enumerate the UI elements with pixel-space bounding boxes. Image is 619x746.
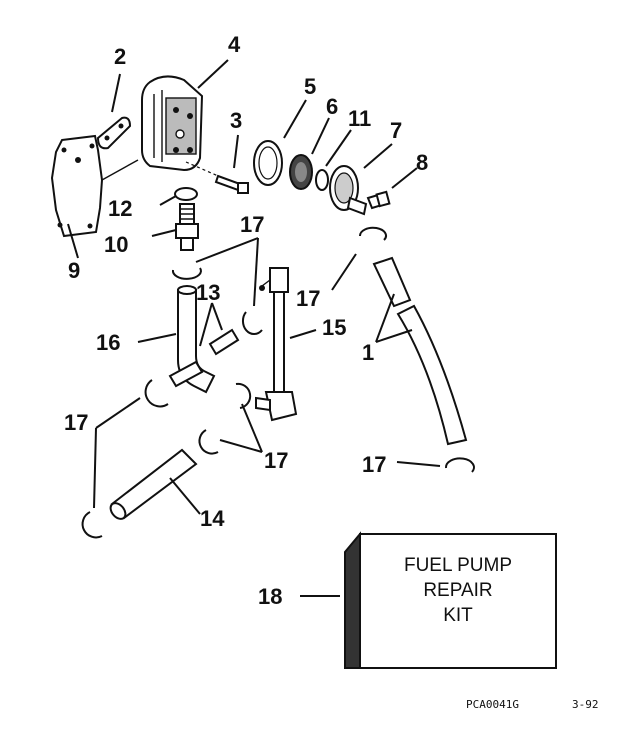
callout-10: 10 xyxy=(104,232,128,257)
part-17-clamp-f xyxy=(198,429,219,455)
part-17-clamp-g xyxy=(81,511,103,539)
callout-17-mid: 17 xyxy=(296,286,320,311)
callout-13: 13 xyxy=(196,280,220,305)
callout-16: 16 xyxy=(96,330,120,355)
part-11-seal xyxy=(315,169,329,191)
callout-17-right: 17 xyxy=(362,452,386,477)
footer: PCA0041G 3-92 xyxy=(466,698,599,711)
part-12-o-ring xyxy=(174,187,198,201)
figure-code: PCA0041G xyxy=(466,698,519,711)
part-2-plate xyxy=(96,116,139,181)
part-4-pump-body xyxy=(141,75,204,172)
figure-date: 3-92 xyxy=(572,698,599,711)
callout-12: 12 xyxy=(108,196,132,221)
part-3-screw xyxy=(185,161,249,194)
callout-5: 5 xyxy=(304,74,316,99)
callout-18: 18 xyxy=(258,584,282,609)
callout-2: 2 xyxy=(114,44,126,69)
part-13-connector-b xyxy=(168,360,204,388)
part-9-gasket xyxy=(50,134,104,238)
part-17-clamp-a xyxy=(171,267,202,280)
part-6-filter xyxy=(289,154,313,190)
callout-1: 1 xyxy=(362,340,374,365)
callout-3: 3 xyxy=(230,108,242,133)
callout-11: 11 xyxy=(348,106,371,131)
part-17-clamp-c xyxy=(358,226,387,241)
part-17-clamp-h xyxy=(444,457,475,473)
part-8-screw xyxy=(366,190,391,210)
part-17-clamp-e xyxy=(235,382,252,409)
part-13-connector-a xyxy=(208,328,240,356)
callout-17-top: 17 xyxy=(240,212,264,237)
callout-4: 4 xyxy=(228,32,241,57)
kit-label-line-1: FUEL PUMP xyxy=(404,555,512,576)
callout-numbers: 2 4 3 5 6 11 7 8 12 17 10 9 13 17 15 16 … xyxy=(64,32,428,609)
callout-14: 14 xyxy=(200,506,225,531)
callout-17-lower: 17 xyxy=(264,448,288,473)
part-15-filter-tube xyxy=(255,267,298,422)
kit-label-line-2: REPAIR xyxy=(423,580,492,601)
part-1-fuel-hose xyxy=(372,256,468,446)
part-17-clamp-d xyxy=(144,379,169,408)
callout-7: 7 xyxy=(390,118,402,143)
kit-label-line-3: KIT xyxy=(443,605,473,626)
part-7-cover xyxy=(329,165,368,216)
part-10-fitting xyxy=(175,203,199,251)
callout-15: 15 xyxy=(322,315,346,340)
callout-17-left: 17 xyxy=(64,410,88,435)
callout-9: 9 xyxy=(68,258,80,283)
part-18-repair-kit-box: FUEL PUMP REPAIR KIT xyxy=(344,531,557,669)
callout-8: 8 xyxy=(416,150,428,175)
part-17-clamp-b xyxy=(241,311,263,336)
part-14-straight-hose xyxy=(109,448,198,520)
callout-6: 6 xyxy=(326,94,338,119)
leader-lines xyxy=(67,59,441,597)
part-5-o-ring xyxy=(253,140,283,186)
